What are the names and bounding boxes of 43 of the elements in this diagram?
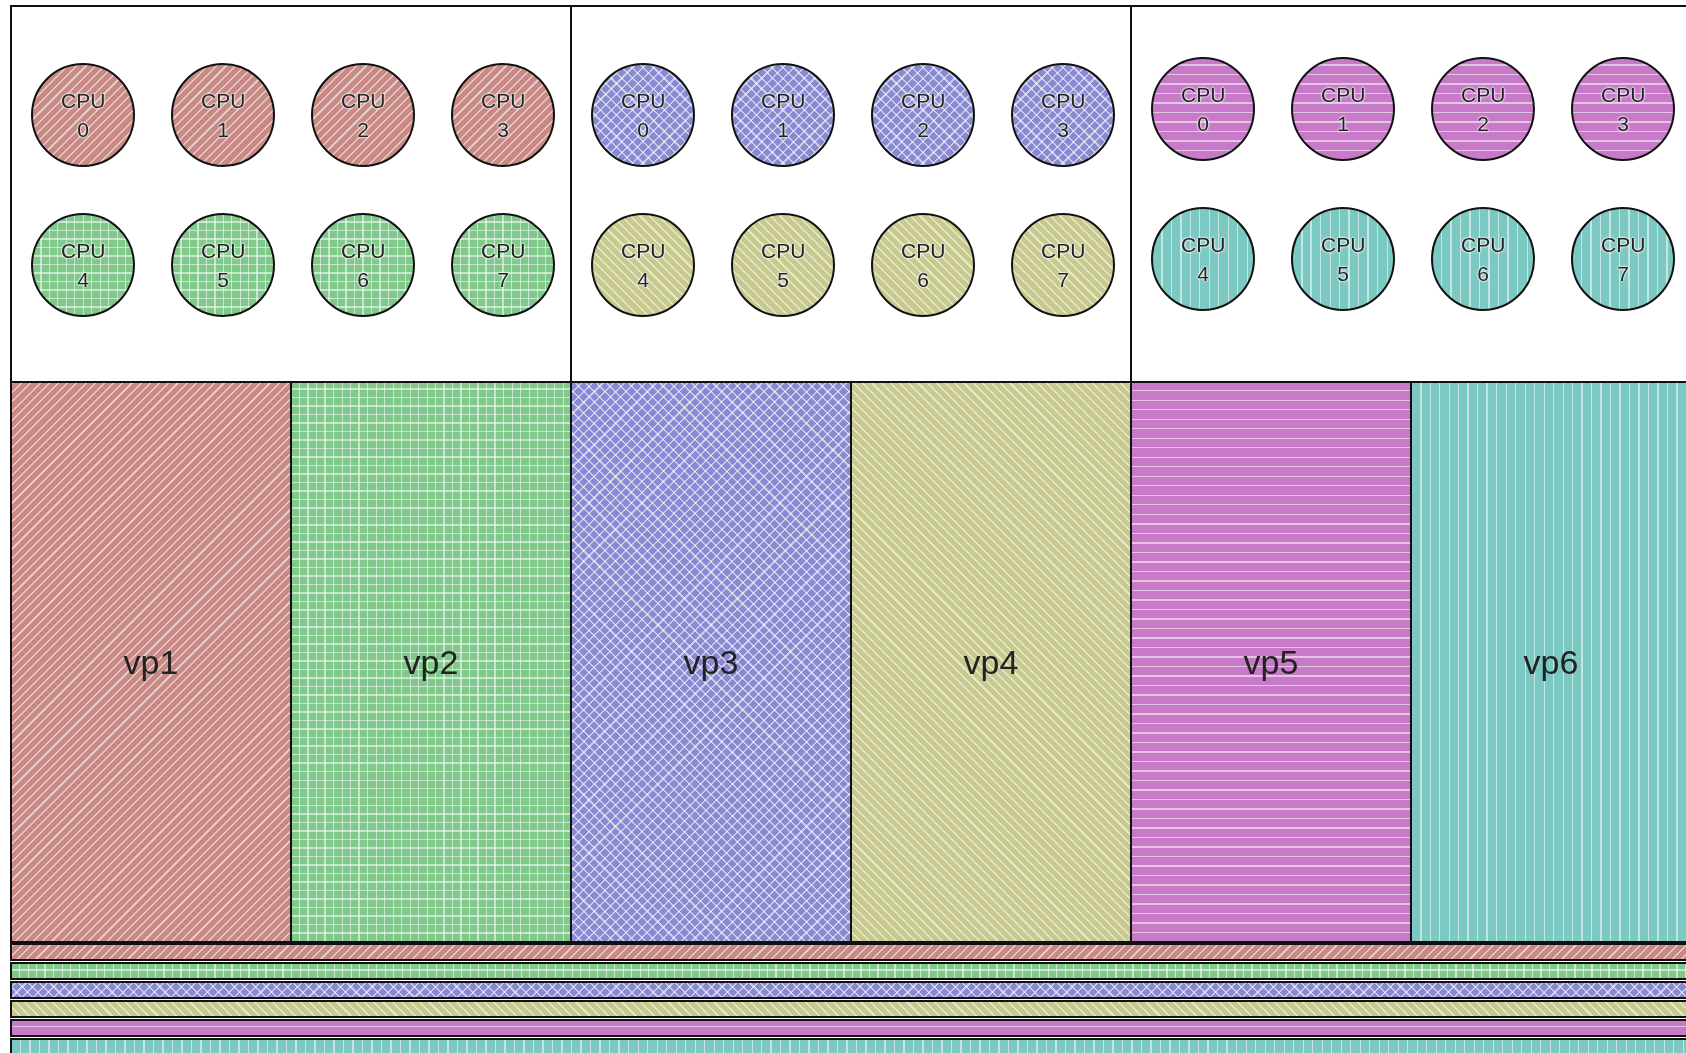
cpu-label: CPU 1 xyxy=(1321,82,1365,137)
partition-box xyxy=(1410,381,1686,943)
cpu-label: CPU 2 xyxy=(341,88,385,143)
cpu-label: CPU 7 xyxy=(1041,238,1085,293)
cpu-label: CPU 3 xyxy=(1041,88,1085,143)
cpu-label: CPU 5 xyxy=(761,238,805,293)
cpu-label: CPU 0 xyxy=(61,88,105,143)
cpu-label: CPU 2 xyxy=(1461,82,1505,137)
stripe-bar xyxy=(10,943,1686,961)
cpu-label: CPU 0 xyxy=(621,88,665,143)
partition-box xyxy=(1130,381,1412,943)
partition-label: vp1 xyxy=(123,642,179,682)
stripe-bar xyxy=(10,1019,1686,1037)
cpu-label: CPU 7 xyxy=(481,238,525,293)
cpu-label: CPU 3 xyxy=(1601,82,1645,137)
cpu-label: CPU 0 xyxy=(1181,82,1225,137)
cpu-label: CPU 1 xyxy=(761,88,805,143)
partition-box xyxy=(290,381,572,943)
partition-label: vp6 xyxy=(1523,642,1579,682)
cpu-label: CPU 5 xyxy=(201,238,245,293)
cpu-label: CPU 4 xyxy=(621,238,665,293)
cpu-label: CPU 1 xyxy=(201,88,245,143)
cpu-label: CPU 3 xyxy=(481,88,525,143)
partition-label: vp2 xyxy=(403,642,459,682)
partition-label: vp5 xyxy=(1243,642,1299,682)
stripe-bar xyxy=(10,981,1686,999)
cpu-label: CPU 5 xyxy=(1321,232,1365,287)
cpu-label: CPU 4 xyxy=(1181,232,1225,287)
cpu-label: CPU 6 xyxy=(901,238,945,293)
cpu-label: CPU 4 xyxy=(61,238,105,293)
cpu-label: CPU 2 xyxy=(901,88,945,143)
stripe-bar xyxy=(10,1000,1686,1018)
partition-box xyxy=(570,381,852,943)
partition-label: vp4 xyxy=(963,642,1019,682)
stripe-bar xyxy=(10,1038,1686,1053)
partition-label: vp3 xyxy=(683,642,739,682)
partition-box xyxy=(10,381,292,943)
cpu-label: CPU 7 xyxy=(1601,232,1645,287)
cpu-label: CPU 6 xyxy=(1461,232,1505,287)
cpu-label: CPU 6 xyxy=(341,238,385,293)
partition-box xyxy=(850,381,1132,943)
stripe-bar xyxy=(10,962,1686,980)
panel-box xyxy=(10,5,572,383)
